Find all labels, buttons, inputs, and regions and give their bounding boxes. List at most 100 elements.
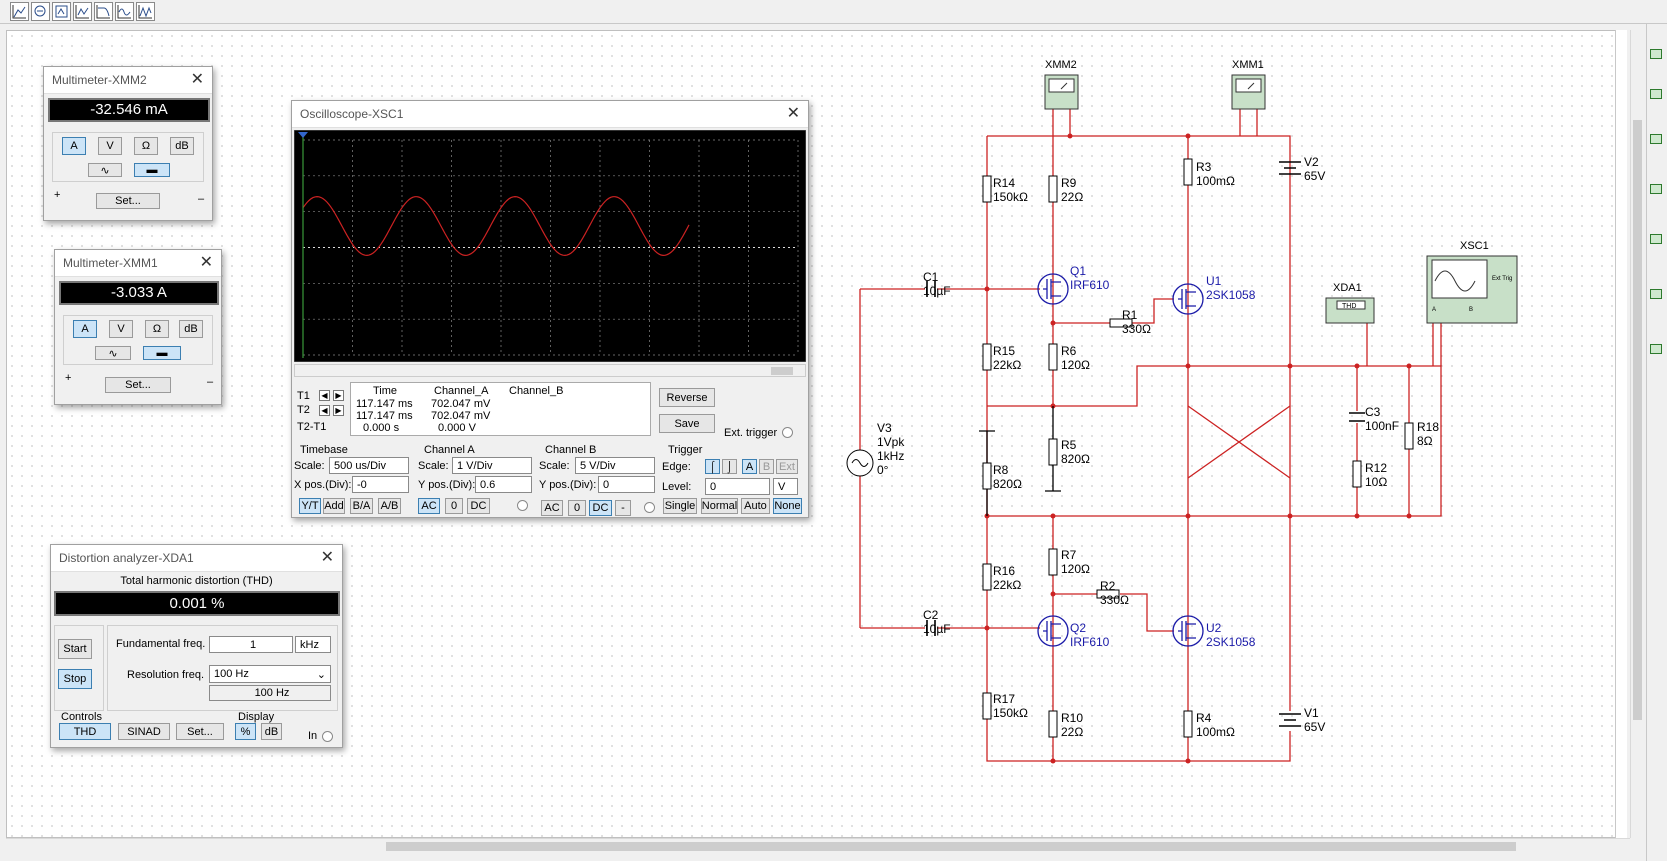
bode-icon[interactable] [94,2,113,21]
mode-ohmmeter-button[interactable]: Ω [145,320,169,338]
channel-b-dc-button[interactable]: DC [589,500,612,516]
window-title: Distortion analyzer-XDA1 [59,551,194,565]
ac-icon[interactable]: ∿ [95,346,131,360]
mode-ammeter-button[interactable]: A [62,137,86,155]
channel-b-terminal[interactable] [644,502,655,513]
trigger-level-unit[interactable]: V [773,478,798,495]
channel-b-zero-button[interactable]: 0 [568,500,586,516]
falling-edge-icon[interactable]: ⌡ [722,459,737,474]
ab-mode-button[interactable]: A/B [378,498,401,514]
channel-a-scale-input[interactable]: 1 V/Div [452,457,532,474]
reverse-button[interactable]: Reverse [659,388,715,407]
instrument-icon[interactable] [1650,234,1662,244]
t2-left-arrow-icon[interactable]: ◀ [319,405,330,416]
xpos-input[interactable]: -0 [352,476,409,493]
instrument-icon[interactable] [1650,49,1662,59]
input-terminal[interactable] [322,731,333,742]
sinad-button[interactable]: SINAD [118,723,170,740]
stop-button[interactable]: Stop [58,669,92,689]
component-value: IRF610 [1070,278,1110,292]
db-button[interactable]: dB [261,723,282,740]
resolution-freq-select[interactable]: 100 Hz⌄ [209,665,331,683]
instrument-toolbar [0,0,1667,24]
window-title: Oscilloscope-XSC1 [300,107,404,121]
add-mode-button[interactable]: Add [323,498,345,514]
dc-icon[interactable]: ▬ [134,163,170,177]
t1-left-arrow-icon[interactable]: ◀ [319,390,330,401]
channel-b-minus-button[interactable]: - [615,500,631,516]
trigger-source-ext-button[interactable]: Ext [776,459,798,474]
vertical-scroll-thumb[interactable] [1633,120,1642,720]
component-label: R10 [1061,711,1083,725]
mode-ohmmeter-button[interactable]: Ω [134,137,158,155]
instruments-sidebar [1646,24,1667,861]
horizontal-scrollbar[interactable] [6,838,1630,853]
trigger-normal-button[interactable]: Normal [701,498,738,514]
trigger-single-button[interactable]: Single [663,498,697,514]
save-button[interactable]: Save [659,414,715,433]
postprocessor-icon[interactable] [52,2,71,21]
analysis-icon[interactable] [31,2,50,21]
trigger-level-input[interactable]: 0 [705,478,770,495]
trigger-auto-button[interactable]: Auto [741,498,770,514]
channel-a-ypos-input[interactable]: 0.6 [475,476,532,493]
screen-scrollbar[interactable] [294,364,806,377]
channel-a-dc-button[interactable]: DC [467,498,490,514]
timebase-scale-input[interactable]: 500 us/Div [329,457,409,474]
instrument-icon[interactable] [1650,344,1662,354]
mode-ammeter-button[interactable]: A [73,320,97,338]
grapher-icon[interactable] [10,2,29,21]
mode-db-button[interactable]: dB [179,320,203,338]
yt-mode-button[interactable]: Y/T [299,498,321,514]
set-button[interactable]: Set... [105,377,171,393]
instrument-icon[interactable] [1650,184,1662,194]
component-label: R3 [1196,160,1212,174]
chart-icon[interactable] [73,2,92,21]
instrument-icon[interactable] [1650,134,1662,144]
rising-edge-icon[interactable]: ⌠ [705,459,720,474]
horizontal-scroll-thumb[interactable] [386,842,1516,851]
channel-a-terminal[interactable] [517,500,528,511]
close-icon[interactable]: ✕ [786,105,800,122]
set-button[interactable]: Set... [96,193,160,209]
window-title-bar[interactable]: Distortion analyzer-XDA1 ✕ [51,545,342,572]
ac-icon[interactable]: ∿ [88,163,122,177]
t1-right-arrow-icon[interactable]: ▶ [333,390,344,401]
close-icon[interactable]: ✕ [190,71,204,88]
scope-screen[interactable] [294,130,806,362]
channel-b-ypos-input[interactable]: 0 [598,476,655,493]
close-icon[interactable]: ✕ [199,254,213,271]
trigger-none-button[interactable]: None [773,498,802,514]
fundamental-freq-unit[interactable]: kHz [295,636,331,653]
window-title-bar[interactable]: Oscilloscope-XSC1 ✕ [292,101,808,128]
dc-icon[interactable]: ▬ [143,346,181,360]
t2-right-arrow-icon[interactable]: ▶ [333,405,344,416]
ba-mode-button[interactable]: B/A [350,498,373,514]
component-value: 2SK1058 [1206,635,1256,649]
close-icon[interactable]: ✕ [320,549,334,566]
thd-button[interactable]: THD [59,723,111,740]
channel-b-ac-button[interactable]: AC [541,500,563,516]
set-button[interactable]: Set... [176,723,224,740]
channel-a-zero-button[interactable]: 0 [445,498,463,514]
mode-voltmeter-button[interactable]: V [98,137,122,155]
window-title-bar[interactable]: Multimeter-XMM1✕ [55,250,221,277]
window-title-bar[interactable]: Multimeter-XMM2✕ [44,67,212,94]
fundamental-freq-input[interactable]: 1 [209,636,293,653]
percent-button[interactable]: % [235,723,256,740]
channel-b-scale-input[interactable]: 5 V/Div [575,457,655,474]
mode-voltmeter-button[interactable]: V [109,320,133,338]
ext-trigger-terminal[interactable] [782,427,793,438]
vertical-scrollbar[interactable] [1630,30,1644,838]
instrument-icon[interactable] [1650,89,1662,99]
channel-a-ac-button[interactable]: AC [418,498,440,514]
component-label: R1 [1122,308,1138,322]
waveform-icon[interactable] [115,2,134,21]
instrument-icon[interactable] [1650,289,1662,299]
scope-icon[interactable] [136,2,155,21]
trigger-source-a-button[interactable]: A [742,459,757,474]
screen-scroll-thumb[interactable] [771,367,793,375]
mode-db-button[interactable]: dB [170,137,194,155]
trigger-source-b-button[interactable]: B [759,459,774,474]
start-button[interactable]: Start [58,639,92,659]
